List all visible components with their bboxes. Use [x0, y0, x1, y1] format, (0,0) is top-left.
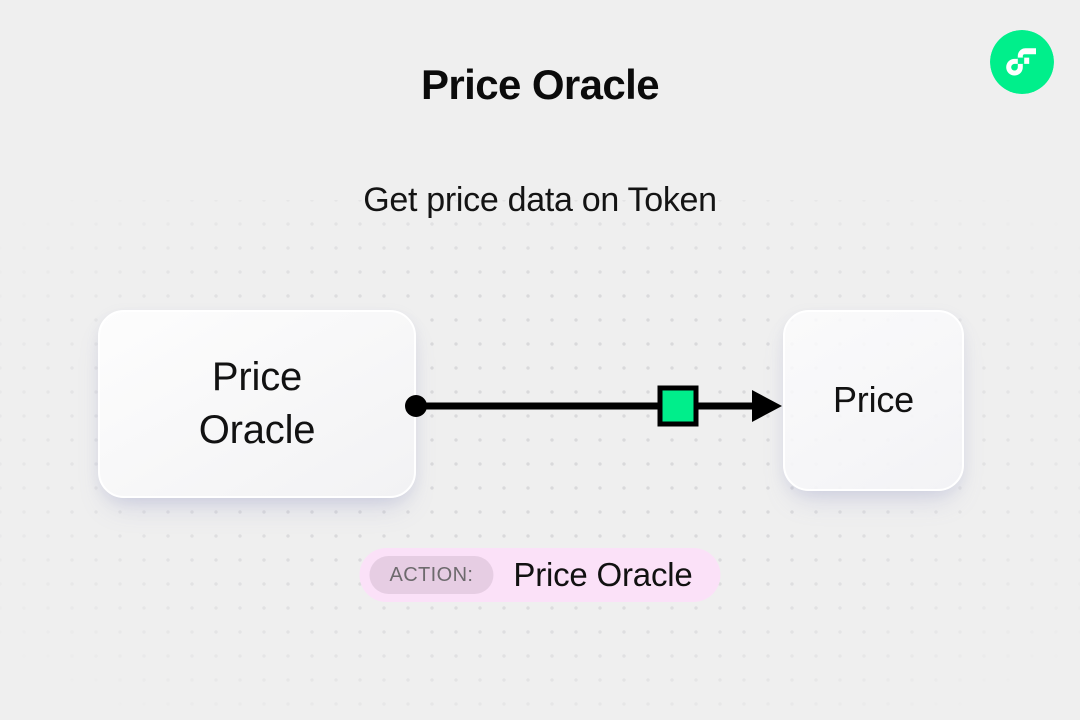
action-badge-value: Price Oracle [513, 556, 693, 593]
edge-arrowhead-icon [752, 390, 782, 422]
page-subtitle: Get price data on Token [363, 181, 717, 219]
flow-logo-icon [990, 30, 1054, 94]
node-price-oracle-label: Price Oracle [198, 355, 316, 452]
action-badge-prefix: ACTION: [369, 556, 494, 594]
node-price[interactable]: Price [783, 310, 964, 491]
page-title: Price Oracle [421, 61, 660, 108]
edge-midpoint-square-icon[interactable] [657, 385, 699, 427]
action-badge[interactable]: ACTION: Price Oracle [359, 548, 721, 602]
node-price-oracle[interactable]: Price Oracle [98, 310, 416, 498]
node-price-label: Price [832, 379, 915, 421]
